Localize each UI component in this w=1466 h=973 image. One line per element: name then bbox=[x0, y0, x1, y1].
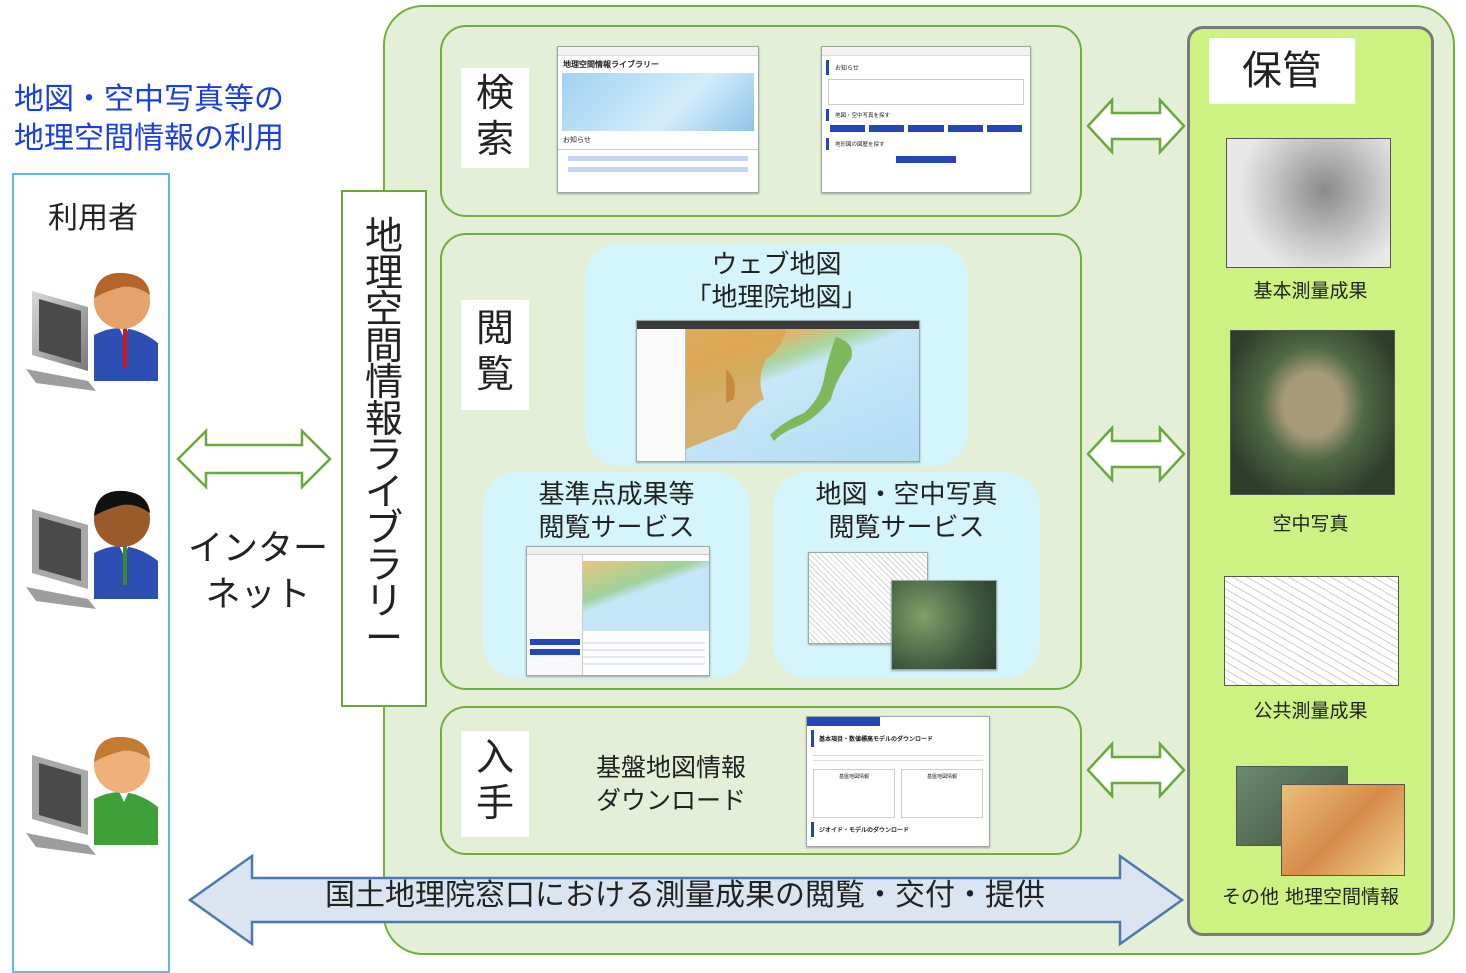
download-heading-1: 基本項目・数値標高モデルのダウンロード bbox=[811, 730, 985, 747]
service-heading-2: 地形図の図歴を探す bbox=[826, 138, 1026, 150]
web-map-title: ウェブ地図 「地理院地図」 bbox=[685, 250, 868, 313]
download-card-1: 基盤地図情報 bbox=[813, 769, 895, 818]
library-home-screenshot: 地理空間情報ライブラリー お知らせ bbox=[557, 46, 759, 193]
public-survey-thumbnail bbox=[1224, 576, 1399, 686]
download-screenshot: 基本項目・数値標高モデルのダウンロード 基盤地図情報 基盤地図情報 ジオイド・モ… bbox=[806, 716, 990, 847]
user-at-computer-icon bbox=[26, 736, 158, 855]
search-section-label: 検 索 bbox=[461, 68, 529, 168]
kijunten-title: 基準点成果等 閲覧サービス bbox=[538, 480, 695, 543]
basic-survey-thumbnail bbox=[1226, 138, 1391, 268]
internet-label: インター ネット bbox=[187, 529, 328, 615]
double-arrow-icon bbox=[1086, 96, 1186, 156]
chizu-title: 地図・空中写真 閲覧サービス bbox=[815, 480, 998, 543]
library-label: 地 理 空 間 情 報 ラ イ ブ ラ リ ー bbox=[364, 214, 403, 660]
kijunten-screenshot bbox=[526, 546, 710, 676]
page-title: 地図・空中写真等の 地理空間情報の利用 bbox=[14, 82, 284, 156]
download-heading-2: ジオイド・モデルのダウンロード bbox=[811, 822, 985, 837]
storage-title: 保管 bbox=[1209, 38, 1355, 104]
storage-item-aerial-photo: 空中写真 bbox=[1272, 513, 1349, 535]
aerial-photo-storage-thumbnail bbox=[1230, 330, 1395, 495]
aerial-photo-thumbnail bbox=[891, 580, 997, 670]
web-map-screenshot bbox=[636, 320, 920, 462]
map-photo-service-screenshot: お知らせ 地図・空中写真を探す 地形図の図歴を探す bbox=[821, 46, 1031, 193]
download-card-2: 基盤地図情報 bbox=[901, 769, 983, 818]
library-home-notice: お知らせ bbox=[558, 131, 758, 150]
user-panel: 利用者 bbox=[12, 173, 170, 973]
storage-item-other: その他 地理空間情報 bbox=[1221, 886, 1400, 908]
download-label: 基盤地図情報 ダウンロード bbox=[595, 753, 746, 815]
storage-item-basic-survey: 基本測量成果 bbox=[1253, 280, 1368, 302]
other-geo-thumbnail-2 bbox=[1281, 784, 1405, 876]
service-notice: お知らせ bbox=[826, 60, 1026, 75]
browse-section-label: 閲 覧 bbox=[461, 300, 529, 410]
counter-service-text: 国土地理院窓口における測量成果の閲覧・交付・提供 bbox=[325, 878, 1045, 913]
user-at-computer-icon bbox=[26, 490, 158, 609]
user-at-computer-icon bbox=[26, 272, 158, 391]
library-label-box: 地 理 空 間 情 報 ラ イ ブ ラ リ ー bbox=[341, 190, 427, 707]
library-home-title: 地理空間情報ライブラリー bbox=[563, 60, 659, 69]
japan-map-icon bbox=[686, 329, 852, 449]
obtain-section-label: 入 手 bbox=[461, 731, 529, 837]
storage-item-public-survey: 公共測量成果 bbox=[1253, 700, 1368, 722]
service-heading-1: 地図・空中写真を探す bbox=[826, 109, 1026, 121]
user-panel-label: 利用者 bbox=[48, 201, 138, 236]
double-arrow-icon bbox=[176, 428, 332, 490]
double-arrow-icon bbox=[1086, 424, 1186, 484]
counter-service-arrow-icon bbox=[187, 853, 1185, 947]
double-arrow-icon bbox=[1086, 740, 1186, 800]
